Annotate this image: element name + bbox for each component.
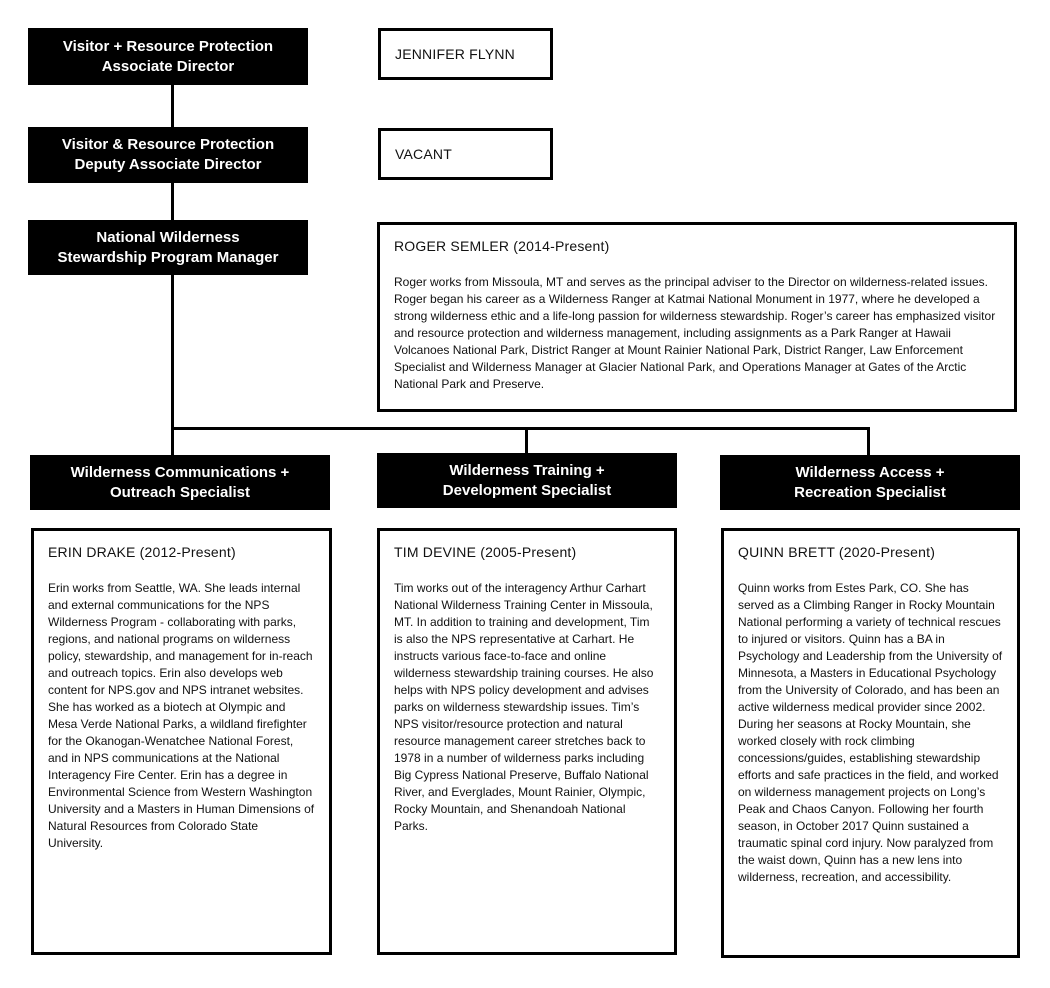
role-box-associate-director: Visitor + Resource Protection Associate …: [28, 28, 308, 85]
person-box-jennifer-flynn: JENNIFER FLYNN: [378, 28, 553, 80]
role-box-deputy-associate-director: Visitor & Resource Protection Deputy Ass…: [28, 127, 308, 183]
role-title-line: Wilderness Access +: [795, 463, 945, 481]
bio-box-erin-drake: ERIN DRAKE (2012-Present) Erin works fro…: [31, 528, 332, 955]
connector-horizontal-bar: [171, 427, 870, 430]
connector-drop-training: [525, 430, 528, 454]
role-box-training-specialist: Wilderness Training + Development Specia…: [377, 453, 677, 508]
role-title-line: Wilderness Training +: [449, 461, 605, 479]
role-title-line: Wilderness Communications +: [70, 463, 290, 481]
person-name: TIM DEVINE (2005-Present): [394, 544, 577, 560]
role-box-access-specialist: Wilderness Access + Recreation Specialis…: [720, 455, 1020, 510]
role-title-line: Associate Director: [101, 57, 235, 75]
role-title-line: Deputy Associate Director: [74, 156, 262, 173]
role-box-program-manager: National Wilderness Stewardship Program …: [28, 220, 308, 275]
person-name: QUINN BRETT (2020-Present): [738, 544, 936, 560]
person-name: ERIN DRAKE (2012-Present): [48, 544, 236, 560]
role-title-line: Stewardship Program Manager: [57, 248, 279, 266]
connector-drop-access: [867, 430, 870, 455]
role-title-line: Recreation Specialist: [794, 483, 946, 501]
person-box-vacant: VACANT: [378, 128, 553, 180]
person-bio: Quinn works from Estes Park, CO. She has…: [738, 581, 1003, 884]
role-title-line: National Wilderness: [96, 228, 240, 246]
person-bio: Tim works out of the interagency Arthur …: [394, 581, 654, 833]
person-name: VACANT: [395, 146, 452, 162]
person-name: JENNIFER FLYNN: [395, 46, 515, 62]
connector-associate-to-deputy: [171, 85, 174, 127]
connector-deputy-to-manager: [171, 183, 174, 220]
role-box-communications-specialist: Wilderness Communications + Outreach Spe…: [30, 455, 330, 510]
bio-box-roger-semler: ROGER SEMLER (2014-Present) Roger works …: [377, 222, 1017, 412]
person-name: ROGER SEMLER (2014-Present): [394, 238, 610, 254]
person-bio: Erin works from Seattle, WA. She leads i…: [48, 581, 315, 850]
connector-manager-to-row: [171, 275, 174, 455]
role-title-line: Development Specialist: [442, 481, 612, 499]
role-title-line: Visitor + Resource Protection: [62, 37, 274, 55]
role-title-line: Visitor & Resource Protection: [61, 136, 275, 153]
bio-box-tim-devine: TIM DEVINE (2005-Present) Tim works out …: [377, 528, 677, 955]
person-bio: Roger works from Missoula, MT and serves…: [394, 275, 996, 391]
role-title-line: Outreach Specialist: [109, 483, 251, 501]
bio-box-quinn-brett: QUINN BRETT (2020-Present) Quinn works f…: [721, 528, 1020, 958]
